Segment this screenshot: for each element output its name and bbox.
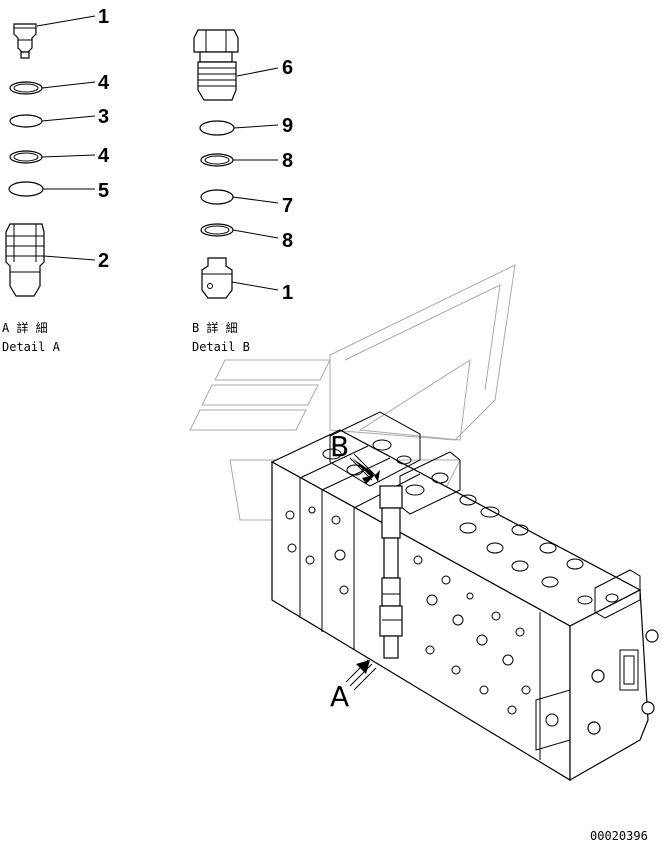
callout-2: 2 xyxy=(98,250,109,272)
callout-9: 9 xyxy=(282,115,293,137)
control-valve-block: B A xyxy=(270,411,659,782)
part-b1-plug xyxy=(201,257,233,299)
caption-detail-a-en: Detail A xyxy=(2,340,61,354)
figure-id: 00020396 xyxy=(590,829,648,843)
part-a2-valve xyxy=(5,223,45,297)
caption-detail-b-jp: B 詳 細 xyxy=(192,320,238,335)
callout-1-a: 1 xyxy=(98,6,109,28)
callout-4-a-top: 4 xyxy=(98,72,110,94)
valve-top-ports xyxy=(322,439,619,605)
callout-8-bottom: 8 xyxy=(282,230,293,252)
caption-detail-a-jp: A 詳 細 xyxy=(2,320,48,335)
detail-b-group: 6 9 8 7 8 1 B 詳 細 Detail B xyxy=(192,29,293,354)
callout-5: 5 xyxy=(98,180,109,202)
arrow-a-label: A xyxy=(330,680,349,713)
part-a5-oring xyxy=(8,181,44,197)
valve-front-holes xyxy=(285,506,531,715)
valve-spool-assembly xyxy=(379,485,403,659)
callout-7: 7 xyxy=(282,195,293,217)
valve-end-details xyxy=(535,629,659,751)
part-b6-plug xyxy=(193,29,239,101)
view-arrow-a: A xyxy=(330,659,377,713)
part-b7-oring xyxy=(200,189,234,205)
view-arrow-b: B xyxy=(330,430,380,484)
callout-4-a-bottom: 4 xyxy=(98,145,110,167)
part-a3-oring xyxy=(9,114,43,128)
callout-1-b: 1 xyxy=(282,282,293,304)
callout-8-top: 8 xyxy=(282,150,293,172)
callout-6: 6 xyxy=(282,57,293,79)
callout-3: 3 xyxy=(98,106,109,128)
detail-a-group: 1 4 3 4 5 2 A 詳 細 Detail A xyxy=(2,6,110,354)
caption-detail-b-en: Detail B xyxy=(192,340,250,354)
part-b9-oring xyxy=(199,120,235,136)
arrow-b-label: B xyxy=(330,430,349,463)
part-a1-plug xyxy=(13,23,37,59)
